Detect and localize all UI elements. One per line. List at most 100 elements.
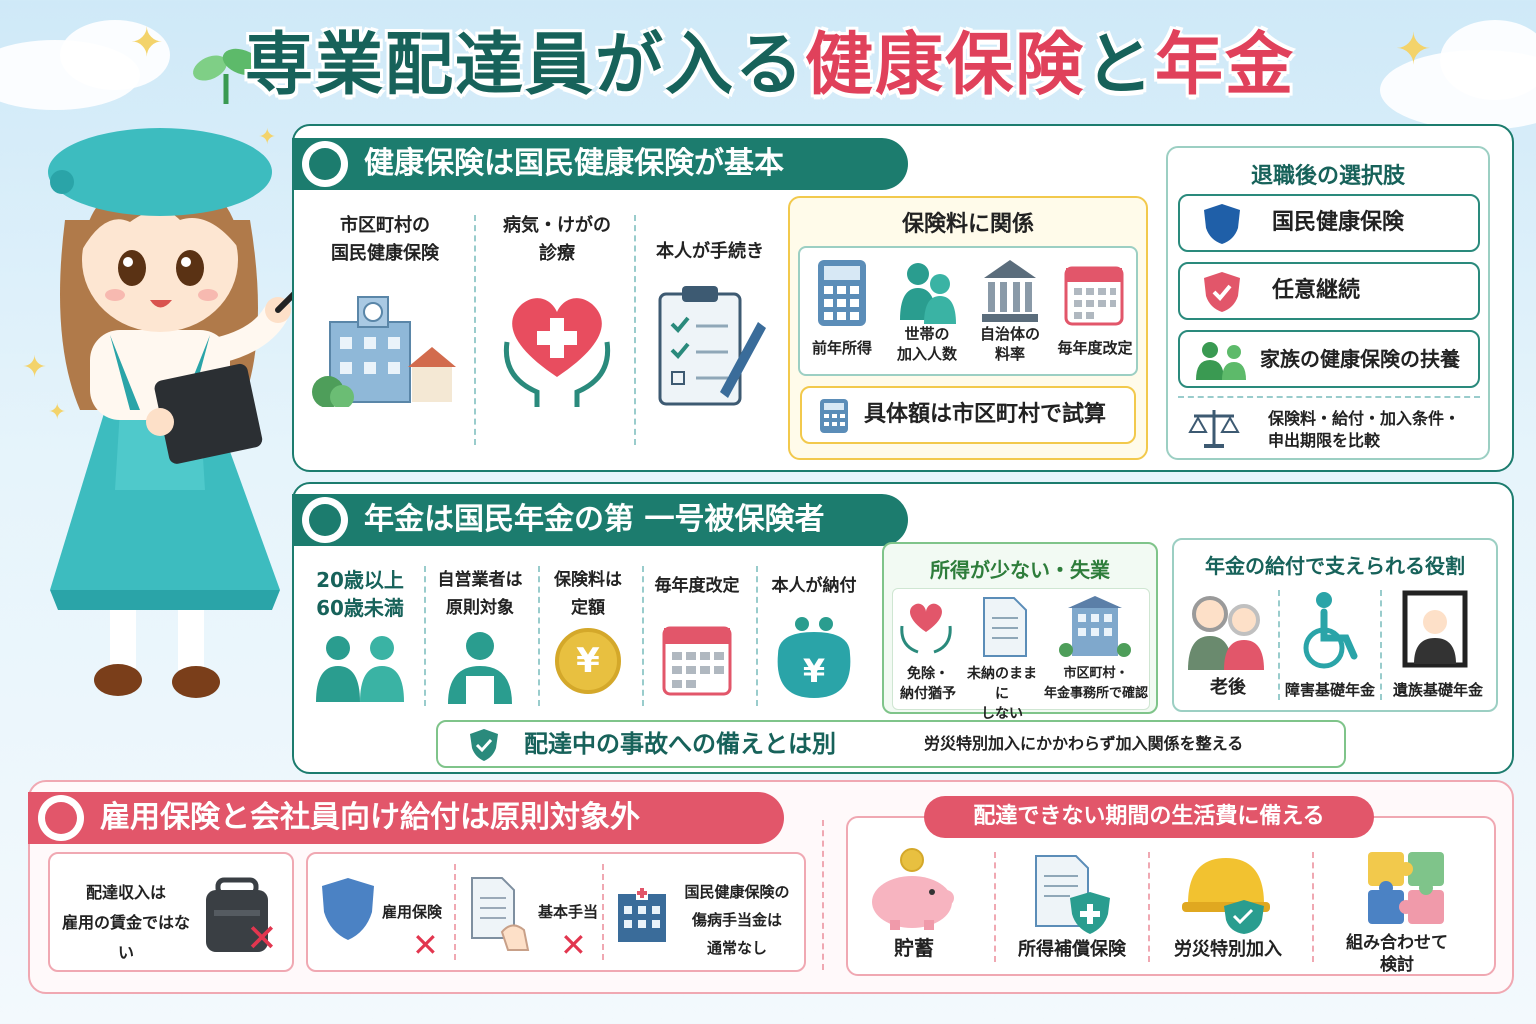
label-line: 配達収入は — [85, 883, 166, 902]
title-part: と — [1085, 26, 1156, 105]
label-line: 病気・けがの — [503, 215, 611, 236]
hands-heart-icon — [900, 603, 952, 654]
divider — [424, 566, 426, 706]
label-line: 診療 — [539, 243, 575, 264]
label-line: 申出期限を比較 — [1268, 431, 1381, 450]
girl-character-illustration — [48, 128, 310, 698]
premium-item-label: 前年所得 — [800, 338, 884, 358]
svg-text:¥: ¥ — [803, 652, 825, 690]
option-continuation: 任意継続 — [1178, 262, 1480, 320]
living-item-label: 所得補償保険 — [1002, 940, 1142, 960]
municipal-building-icon — [982, 260, 1038, 322]
option-label: 国民健康保険 — [1272, 210, 1405, 235]
health-header: 健康保険は国民健康保険が基本 — [292, 138, 908, 190]
label-line: 検討 — [1380, 955, 1414, 975]
title-part: 専業配達員が入る — [244, 26, 805, 105]
sparkle-icon: ✦ — [258, 125, 277, 150]
pension-col-selfemployed: 自営業者は 原則対象 — [428, 566, 532, 622]
divider — [538, 566, 540, 706]
delivery-income-note: 配達収入は 雇用の賃金ではない — [56, 878, 196, 968]
divider — [642, 566, 644, 706]
low-income-item-label: 市区町村・年金事務所で確認 — [1040, 664, 1152, 704]
living-header: 配達できない期間の生活費に備える — [924, 796, 1374, 838]
calendar-icon — [662, 626, 732, 696]
label-line: 毎年度改定 — [654, 576, 740, 596]
household-people-icon — [900, 263, 956, 324]
health-col-treatment: 病気・けがの 診療 — [482, 212, 632, 268]
label-line: 本人が手続き — [656, 241, 764, 262]
cross-icon: ✕ — [412, 926, 439, 964]
excluded-benefits-box: 雇用保険 ✕ 基本手当 ✕ 国民健康保険の 傷病手当金は 通常なし — [306, 852, 806, 972]
accident-main: 配達中の事故への備えとは別 — [524, 730, 836, 758]
label-line: 料率 — [994, 345, 1025, 363]
premium-estimate-note: 具体額は市区町村で試算 — [800, 386, 1136, 444]
clipboard-checklist-icon — [658, 286, 766, 406]
employment-header-text: 雇用保険と会社員向け給付は原則対象外 — [100, 800, 640, 835]
role-label: 老後 — [1210, 677, 1246, 698]
accident-note: 配達中の事故への備えとは別 労災特別加入にかかわらず加入関係を整える — [436, 720, 1346, 768]
label-line: 傷病手当金は — [691, 911, 782, 929]
pension-header: 年金は国民年金の第 一号被保険者 — [292, 494, 908, 546]
option-dependent: 家族の健康保険の扶養 — [1178, 330, 1480, 388]
health-col-procedure: 本人が手続き — [640, 238, 780, 266]
cloud — [60, 20, 170, 90]
pension-header-text: 年金は国民年金の第 一号被保険者 — [364, 502, 825, 537]
cloud — [1440, 20, 1536, 100]
delivery-income-box: 配達収入は 雇用の賃金ではない ✕ — [48, 852, 294, 972]
label-line: 20歳以上 — [316, 568, 404, 592]
living-item-label: 組み合わせて検討 — [1322, 932, 1472, 976]
label-line: 免除・ — [907, 666, 949, 682]
divider — [1312, 852, 1314, 962]
benefit-label: 雇用保険 — [381, 903, 442, 921]
calendar-icon — [1064, 266, 1124, 326]
pension-col-flatrate: 保険料は 定額 — [540, 566, 636, 622]
sparkle-icon: ✦ — [130, 20, 164, 66]
divider — [634, 215, 636, 445]
label-line: 国民健康保険の — [684, 883, 790, 901]
low-income-title: 所得が少ない・失業 — [930, 558, 1110, 582]
retirement-options-box: 退職後の選択肢 国民健康保険 任意継続 家族の健康保険の扶養 保険料・給付・加入… — [1166, 146, 1490, 460]
city-hall-icon — [312, 296, 456, 407]
calculator-icon — [820, 399, 848, 433]
health-header-text: 健康保険は国民健康保険が基本 — [364, 146, 784, 181]
shield-check-icon — [1204, 272, 1240, 312]
premium-item-label: 世帯の加入人数 — [884, 324, 970, 364]
label-line: 組み合わせて — [1346, 933, 1448, 953]
divider — [1178, 396, 1480, 398]
label-line: 未納のままに — [967, 666, 1037, 702]
employment-header: 雇用保険と会社員向け給付は原則対象外 — [28, 792, 784, 844]
living-item-label: 貯蓄 — [862, 938, 966, 958]
divider — [1380, 590, 1382, 700]
label-line: 労災特別加入 — [1174, 939, 1282, 960]
option-label: 家族の健康保険の扶養 — [1260, 347, 1460, 371]
benefit-label: 基本手当 — [537, 903, 598, 921]
office-building-icon — [1059, 596, 1131, 657]
sparkle-icon: ✦ — [48, 400, 67, 425]
label-line: 貯蓄 — [894, 936, 934, 960]
sprout-icon — [193, 48, 262, 104]
pension-col-revision: 毎年度改定 — [644, 572, 750, 600]
label-line: 原則対象 — [446, 598, 514, 618]
title-part: 年金 — [1155, 26, 1296, 105]
memorial-portrait-icon — [1402, 590, 1468, 668]
roles-title: 年金の給付で支えられる役割 — [1205, 554, 1465, 578]
benefit-label: 国民健康保険の 傷病手当金は 通常なし — [672, 878, 802, 962]
piggy-bank-icon — [872, 848, 954, 930]
label-line: 自治体の — [979, 325, 1040, 343]
header-dot-icon — [302, 497, 348, 543]
balance-scale-icon — [1188, 410, 1240, 448]
low-income-item-label: 未納のままにしない — [962, 664, 1042, 724]
label-line: 市区町村の — [340, 215, 430, 236]
divider — [994, 852, 996, 962]
hospital-building-icon — [618, 886, 666, 942]
label-line: 加入人数 — [896, 345, 957, 363]
label-line: 所得補償保険 — [1018, 939, 1126, 960]
label-line: 世帯の — [904, 325, 950, 343]
elderly-couple-icon — [1188, 596, 1264, 670]
document-icon — [983, 597, 1027, 657]
divider — [454, 864, 456, 960]
estimate-text: 具体額は市区町村で試算 — [864, 402, 1107, 427]
label-line: 前年所得 — [811, 339, 872, 357]
label-line: 雇用の賃金ではない — [61, 913, 190, 962]
family-icon — [1196, 342, 1246, 380]
